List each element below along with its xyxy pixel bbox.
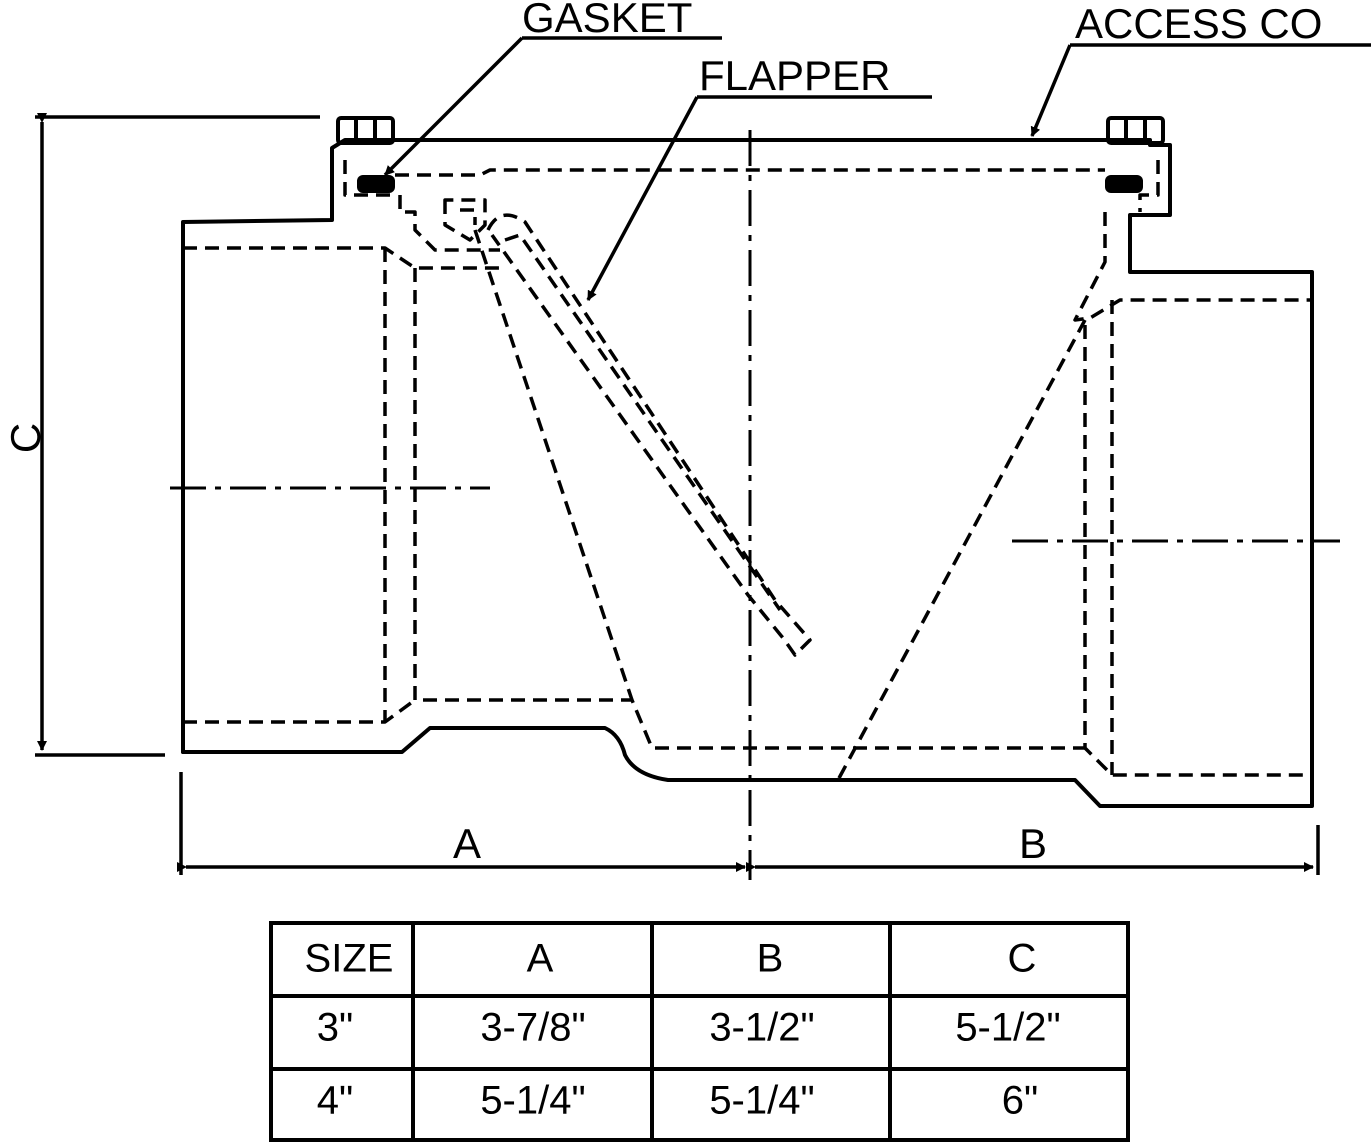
size-table: SIZE A B C 3" 3-7/8" 3-1/2" 5-1/2" 4" 5-… — [269, 921, 1130, 1142]
table-header-size: SIZE — [305, 937, 394, 981]
callout-flapper — [586, 95, 932, 301]
table-cell: 3-1/2" — [709, 1006, 814, 1050]
valve-body-outline — [181, 138, 1314, 808]
center-lines — [170, 130, 1340, 880]
table-cell: 5-1/4" — [709, 1079, 814, 1123]
cover-bolts — [336, 116, 1165, 145]
hidden-lines — [183, 160, 1312, 781]
dimension-a-label: A — [453, 820, 481, 867]
callout-access-cover — [1030, 43, 1371, 137]
callout-access-cover-label: ACCESS CO — [1075, 0, 1322, 47]
table-header-a: A — [527, 937, 554, 981]
dimension-c-label: C — [2, 423, 49, 453]
dimension-b-label: B — [1019, 820, 1047, 867]
table-header-c: C — [1008, 937, 1037, 981]
table-header-b: B — [757, 937, 784, 981]
table-cell: 5-1/2" — [955, 1006, 1060, 1050]
table-cell: 6" — [1002, 1079, 1038, 1123]
dimension-c — [35, 113, 320, 757]
table-cell: 4" — [317, 1079, 353, 1123]
callout-gasket — [383, 36, 722, 177]
table-cell: 3" — [317, 1006, 353, 1050]
callout-flapper-label: FLAPPER — [699, 52, 890, 99]
gasket-shapes — [357, 175, 1143, 193]
table-cell: 5-1/4" — [480, 1079, 585, 1123]
dimension-a-b — [177, 772, 1320, 875]
table-cell: 3-7/8" — [480, 1006, 585, 1050]
callout-gasket-label: GASKET — [522, 0, 692, 41]
